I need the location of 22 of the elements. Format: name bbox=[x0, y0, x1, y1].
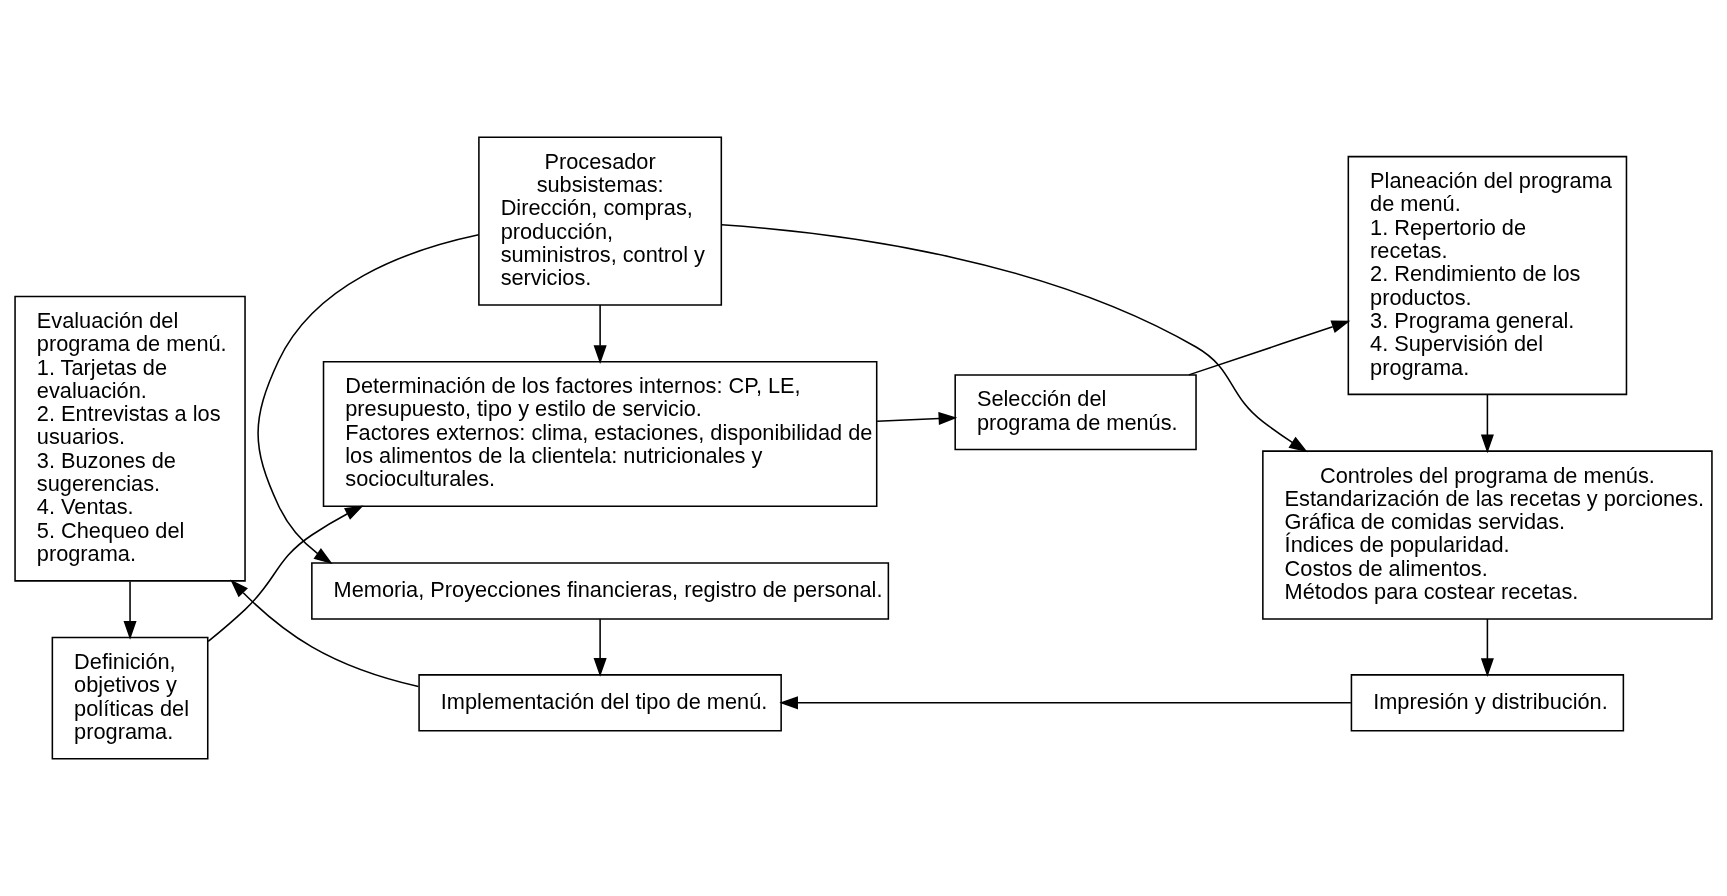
node-box: Controles del programa de menús. Estandarización de las recetas y porciones. Gráfica de comidas servidas. Índices de popularidad. Costos de alimentos. Métodos para costear recetas. bbox=[1262, 450, 1713, 620]
arrow bbox=[1480, 618, 1494, 677]
node-box: Selección del programa de menús. bbox=[954, 374, 1197, 451]
node-box: Procesador subsistemas: Dirección, compras, producción, suministros, control y servicios. bbox=[478, 136, 723, 306]
arrow bbox=[1188, 320, 1351, 376]
node-box: Implementación del tipo de menú. bbox=[418, 674, 782, 732]
arrow bbox=[230, 579, 420, 688]
arrow bbox=[593, 618, 607, 677]
arrow bbox=[779, 696, 1352, 710]
node-box: Memoria, Proyecciones financieras, registro de personal. bbox=[311, 562, 890, 620]
arrow bbox=[720, 224, 1308, 453]
arrow bbox=[1480, 393, 1494, 454]
node-box: Definición, objetivos y políticas del programa. bbox=[51, 636, 209, 760]
node-box: Determinación de los factores internos: CP, LE, presupuesto, tipo y estilo de servicio. Factores externos: clima, estaciones, disponibilidad de los alimentos de la clientela: nutricionales y socioculturales. bbox=[322, 361, 878, 508]
node-box: Impresión y distribución. bbox=[1350, 674, 1625, 732]
arrow bbox=[257, 234, 480, 565]
arrow bbox=[123, 580, 137, 640]
arrow bbox=[876, 412, 958, 426]
arrow bbox=[207, 505, 364, 643]
node-box: Evaluación del programa de menú. 1. Tarjetas de evaluación. 2. Entrevistas a los usuarios. 3. Buzones de sugerencias. 4. Ventas. 5. Chequeo del programa. bbox=[14, 295, 246, 582]
node-box: Planeación del programa de menú. 1. Repertorio de recetas. 2. Rendimiento de los productos. 3. Programa general. 4. Supervisión del programa. bbox=[1347, 155, 1628, 396]
arrow bbox=[593, 304, 607, 364]
